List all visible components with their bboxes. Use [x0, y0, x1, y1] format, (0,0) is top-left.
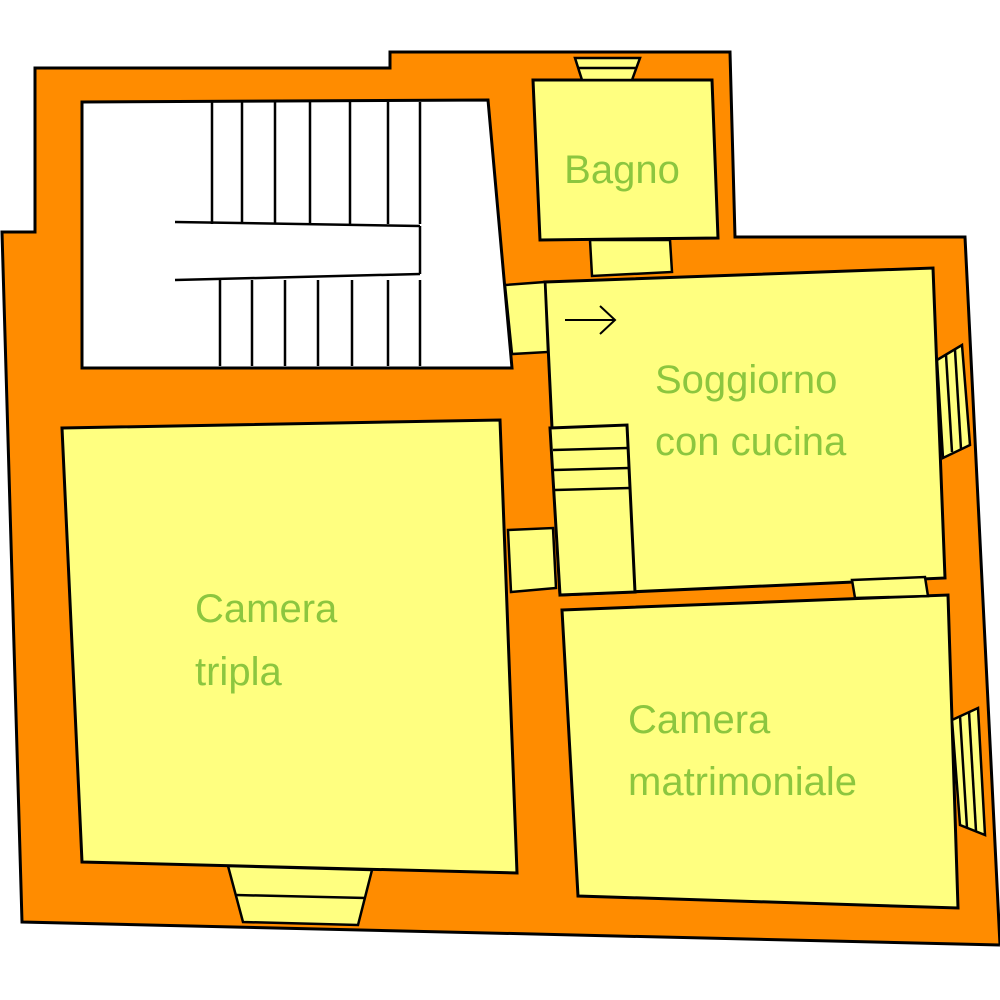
window-camera-matrimoniale-mullion-2	[967, 711, 978, 832]
label-soggiorno-line1: Soggiorno	[655, 358, 837, 402]
window-soggiorno	[935, 342, 972, 460]
label-bagno: Bagno	[564, 148, 680, 192]
label-camera-matrimoniale-line1: Camera	[628, 698, 771, 742]
staircase-lower-flight	[218, 280, 422, 366]
stair-block-treads	[552, 446, 631, 492]
doorway-camera-tripla	[506, 526, 558, 594]
staircase-upper-flight	[210, 102, 422, 224]
label-camera-tripla-line2: tripla	[195, 650, 282, 694]
doorway-stair-soggiorno	[503, 280, 550, 356]
room-camera-matrimoniale	[560, 593, 960, 910]
room-camera-tripla	[60, 418, 519, 875]
doorway-camera-matrimoniale	[850, 575, 930, 600]
window-soggiorno-mullion-2	[953, 349, 963, 450]
doorway-bagno	[588, 238, 674, 278]
window-camera-matrimoniale-mullion-1	[958, 715, 969, 829]
stairwell	[80, 98, 514, 370]
staircase-divider	[174, 220, 422, 282]
room-bagno	[531, 78, 720, 242]
label-soggiorno-line2: con cucina	[655, 420, 847, 464]
window-soggiorno-mullion-1	[944, 354, 954, 453]
label-camera-matrimoniale-line2: matrimoniale	[628, 760, 857, 804]
arrow-right-icon	[565, 305, 617, 335]
label-camera-tripla-line1: Camera	[195, 587, 338, 631]
window-camera-tripla-sill	[235, 893, 367, 900]
